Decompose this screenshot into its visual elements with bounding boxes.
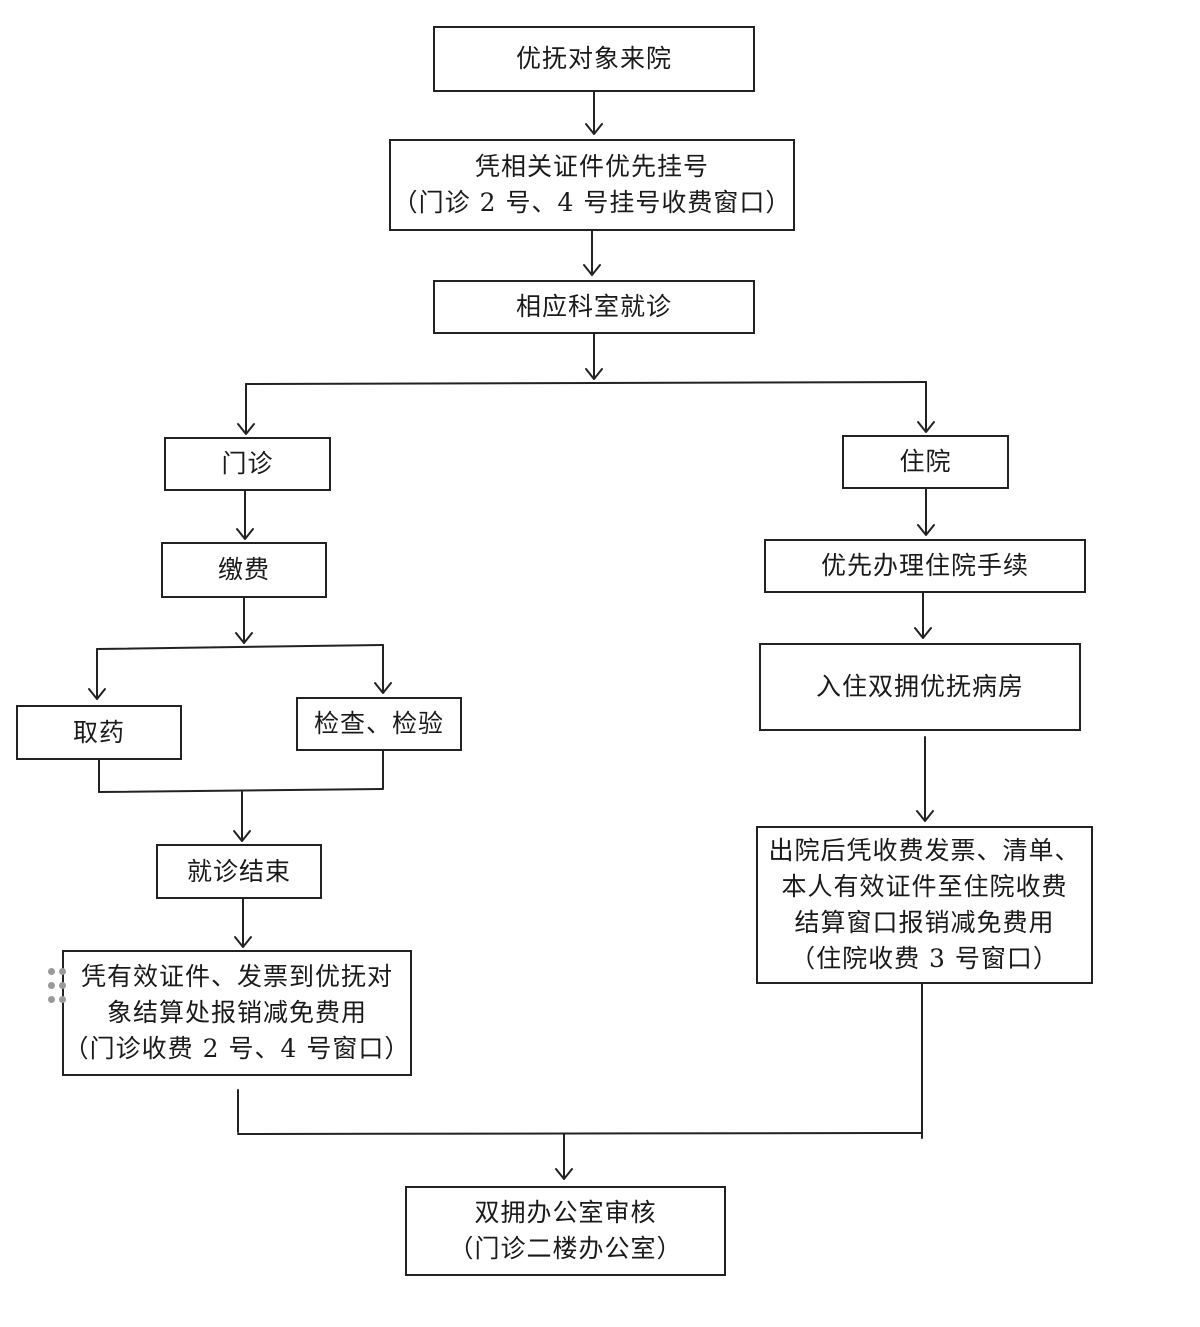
node-end-visit-label: 就诊结束 [186,856,291,886]
node-department-label: 相应科室就诊 [515,292,672,321]
node-outpatient: 门诊 [164,437,331,491]
node-final-review-line-2: （门诊二楼办公室） [448,1234,683,1263]
merge-line-final-bottom [237,1132,923,1135]
node-exam: 检查、检验 [296,697,462,751]
arrow-to-inpatient [917,381,935,433]
node-discharge-line-4: （住院收费 3 号窗口） [790,944,1059,973]
node-discharge-line-2: 本人有效证件至住院收费 [781,872,1068,901]
node-medicine: 取药 [16,705,182,760]
node-outpatient-reimburse: 凭有效证件、发票到优抚对 象结算处报销减免费用 （门诊收费 2 号、4 号窗口） [62,950,412,1076]
merge-line-bottom [98,788,384,793]
node-register-line-1: 凭相关证件优先挂号 [474,152,709,181]
arrow-ward-to-discharge [916,736,934,822]
node-medicine-label: 取药 [72,717,125,747]
node-outpatient-reimburse-line-2: 象结算处报销减免费用 [106,998,367,1027]
split-line-pay [96,644,384,650]
node-outpatient-label: 门诊 [221,449,274,478]
node-register: 凭相关证件优先挂号 （门诊 2 号、4 号挂号收费窗口） [389,139,795,231]
split-line-top [245,381,927,385]
arrow-merge-to-end-visit [233,791,251,842]
node-ward-label: 入住双拥优抚病房 [815,672,1024,701]
node-pay-label: 缴费 [217,555,270,584]
arrow-outpatient-to-pay [236,490,254,540]
node-pay: 缴费 [161,542,327,598]
node-inpatient: 住院 [842,435,1009,489]
node-exam-label: 检查、检验 [313,709,444,738]
arrow-to-outpatient [237,383,255,435]
node-start: 优抚对象来院 [433,26,755,92]
node-end-visit: 就诊结束 [156,844,322,899]
arrow-to-medicine [88,648,106,700]
node-discharge-line-3: 结算窗口报销减免费用 [794,908,1055,937]
arrow-merge-to-final [555,1133,573,1180]
node-inpatient-label: 住院 [899,447,952,476]
drag-handle-icon[interactable] [48,968,68,1004]
arrow-department-to-split [585,333,603,380]
node-register-line-2: （门诊 2 号、4 号挂号收费窗口） [392,188,792,217]
arrow-inpatient-to-admission [917,488,935,536]
node-outpatient-reimburse-line-1: 凭有效证件、发票到优抚对 [80,962,393,991]
node-outpatient-reimburse-line-3: （门诊收费 2 号、4 号窗口） [63,1034,411,1063]
node-ward: 入住双拥优抚病房 [759,643,1081,731]
arrow-pay-to-split [235,597,253,644]
arrow-start-to-register [585,91,603,135]
arrow-end-visit-to-reimburse [234,898,252,948]
node-admission: 优先办理住院手续 [764,539,1086,593]
arrow-register-to-department [583,230,601,276]
node-final-review: 双拥办公室审核 （门诊二楼办公室） [405,1186,726,1276]
arrow-admission-to-ward [914,592,932,639]
node-start-label: 优抚对象来院 [515,44,672,73]
node-discharge: 出院后凭收费发票、清单、 本人有效证件至住院收费 结算窗口报销减免费用 （住院收… [756,826,1093,984]
node-discharge-line-1: 出院后凭收费发票、清单、 [768,836,1081,865]
node-admission-label: 优先办理住院手续 [820,551,1029,580]
arrow-to-exam [374,644,392,694]
node-department: 相应科室就诊 [433,280,755,334]
node-final-review-line-1: 双拥办公室审核 [474,1198,657,1227]
